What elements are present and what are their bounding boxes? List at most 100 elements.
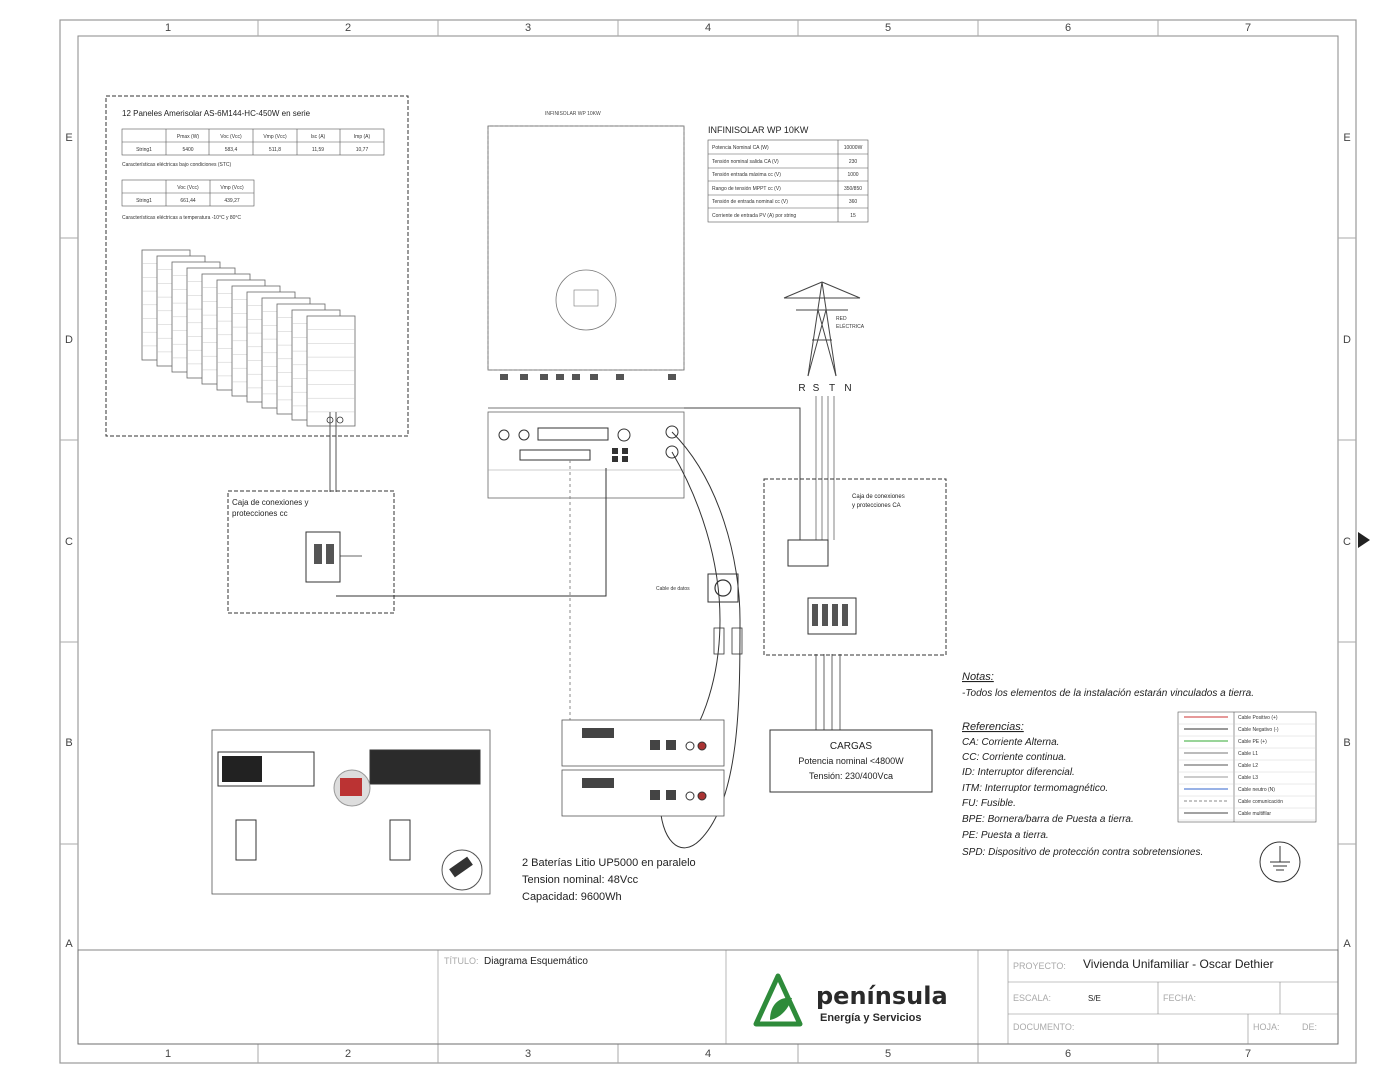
legend-label: Cable L3: [1238, 775, 1258, 781]
row-label-left: E: [65, 132, 72, 144]
row-label-right: B: [1343, 737, 1350, 749]
pv-array-title: 12 Paneles Amerisolar AS-6M144-HC-450W e…: [122, 109, 311, 118]
ground-symbol-icon: [1259, 841, 1301, 883]
comm-detail-inset: [211, 729, 491, 895]
inverter-spec-value: 230: [849, 159, 858, 165]
row-label-left: A: [65, 938, 73, 950]
phase-label: N: [844, 383, 851, 394]
legend-label: Cable multifilar: [1238, 811, 1271, 817]
dc-box-title: protecciones cc: [232, 509, 288, 518]
fecha-label: FECHA:: [1163, 993, 1196, 1003]
inverter-spec-label: Tensión de entrada nominal cc (V): [712, 199, 788, 205]
pv-table1-cell: 583,4: [225, 147, 238, 153]
inverter-spec-label: Corriente de entrada PV (A) por string: [712, 213, 796, 219]
inverter-spec-value: 15: [850, 213, 856, 219]
battery-section: 2 Baterías Litio UP5000 en paralelo Tens…: [522, 719, 725, 903]
legend-label: Cable comunicación: [1238, 799, 1283, 805]
pv-table1-cell: 5400: [182, 147, 193, 153]
references-heading: Referencias:: [962, 721, 1024, 733]
reference-item: BPE: Bornera/barra de Puesta a tierra.: [962, 814, 1134, 825]
col-label-top: 2: [345, 22, 351, 34]
col-label-top: 5: [885, 22, 891, 34]
inverter-spec-label: Tensión nominal salida CA (V): [712, 159, 779, 165]
col-label-bottom: 6: [1065, 1048, 1071, 1060]
notes-heading: Notas:: [962, 671, 994, 683]
notes-section: Notas: -Todos los elementos de la instal…: [962, 671, 1254, 858]
pv-table2-cell: 439,27: [224, 198, 240, 204]
pv-table1-header: Imp (A): [354, 134, 371, 140]
dc-protection-box: Caja de conexiones y protecciones cc: [227, 490, 395, 614]
col-label-bottom: 3: [525, 1048, 531, 1060]
row-label-right: D: [1343, 334, 1351, 346]
reference-item: ID: Interruptor diferencial.: [962, 767, 1075, 778]
inverter-spec-value: 350/850: [844, 186, 862, 192]
phase-label: R: [798, 383, 805, 394]
pv-table2-note: Características eléctricas a temperatura…: [122, 215, 241, 221]
breaker-panel-icon: [807, 597, 857, 635]
col-label-top: 7: [1245, 22, 1251, 34]
fuse-icon: [713, 627, 725, 655]
row-label-right: C: [1343, 536, 1351, 548]
proyecto-value: Vivienda Unifamiliar - Oscar Dethier: [1083, 957, 1274, 971]
loads-box: CARGAS Potencia nominal <4800W Tensión: …: [769, 729, 933, 793]
row-label-left: B: [65, 737, 72, 749]
battery-unit: [561, 719, 725, 767]
loads-title: CARGAS: [830, 741, 873, 752]
data-cable-label: Cable de datos: [656, 586, 690, 592]
title-block: TÍTULO: Diagrama Esquemático PROYECTO: V…: [77, 949, 1339, 1045]
pv-table1-note: Características eléctricas bajo condicio…: [122, 162, 232, 168]
col-label-bottom: 5: [885, 1048, 891, 1060]
row-label-right: E: [1343, 132, 1350, 144]
documento-label: DOCUMENTO:: [1013, 1022, 1074, 1032]
de-label: DE:: [1302, 1022, 1317, 1032]
pv-table1-cell: 11,59: [312, 147, 324, 153]
inverter-table-title: INFINISOLAR WP 10KW: [708, 125, 809, 135]
col-label-bottom: 7: [1245, 1048, 1251, 1060]
data-cable-connector: Cable de datos: [656, 573, 743, 655]
pv-table1-cell: 10,77: [356, 147, 369, 153]
row-label-left: C: [65, 536, 73, 548]
legend-label: Cable Positivo (+): [1238, 715, 1278, 721]
legend-label: Cable Negativo (-): [1238, 727, 1279, 733]
hoja-label: HOJA:: [1253, 1022, 1280, 1032]
row-label-left: D: [65, 334, 73, 346]
phase-label: S: [813, 383, 820, 394]
inverter-spec-label: Potencia Nominal CA (W): [712, 145, 769, 151]
legend-label: Cable L2: [1238, 763, 1258, 769]
battery-voltage: Tension nominal: 48Vcc: [522, 874, 639, 886]
inverter-body: [487, 125, 685, 371]
solar-panel: [306, 315, 356, 427]
inverter-spec-value: 360: [849, 199, 858, 205]
loads-power: Potencia nominal <4800W: [798, 756, 904, 766]
pv-table2-cell: 661,44: [180, 198, 196, 204]
connector-icon: [714, 579, 732, 597]
connector-detail-icon: [441, 849, 483, 891]
reference-item: SPD: Dispositivo de protección contra so…: [962, 847, 1203, 858]
pv-array-section: 12 Paneles Amerisolar AS-6M144-HC-450W e…: [105, 95, 409, 492]
loads-voltage: Tensión: 230/400Vca: [809, 771, 893, 781]
outer-frame: [59, 19, 1357, 1064]
col-label-top: 3: [525, 22, 531, 34]
fuse-icon: [731, 627, 743, 655]
reference-item: FU: Fusible.: [962, 798, 1016, 809]
row-label-right: A: [1343, 938, 1351, 950]
inverter-label: INFINISOLAR WP 10KW: [545, 111, 601, 117]
logo-tagline: Energía y Servicios: [820, 1012, 922, 1024]
battery-capacity: Capacidad: 9600Wh: [522, 891, 622, 903]
pv-table1-cell: 511,8: [269, 147, 281, 153]
solar-panel-stack-icon: [141, 249, 356, 427]
ac-box-title: y protecciones CA: [852, 503, 901, 509]
cable-legend: Cable Positivo (+) Cable Negativo (-) Ca…: [1177, 711, 1317, 883]
legend-label: Cable neutro (N): [1238, 787, 1275, 793]
battery-unit: [561, 769, 725, 817]
dc-box-title: Caja de conexiones y: [232, 498, 309, 507]
pv-table2-header: Voc (Vcc): [177, 185, 199, 191]
pv-table1-header: Vmp (Vcc): [263, 134, 287, 140]
sheet-pointer-icon: [1358, 532, 1370, 548]
transmission-tower-icon: [783, 281, 861, 377]
inverter-spec-label: Tensión entrada máxima cc (V): [712, 172, 781, 178]
notes-text: -Todos los elementos de la instalación e…: [962, 688, 1254, 699]
col-label-bottom: 4: [705, 1048, 711, 1060]
spd-icon: [787, 539, 829, 567]
inverter-spec-value: 10000W: [844, 145, 863, 151]
